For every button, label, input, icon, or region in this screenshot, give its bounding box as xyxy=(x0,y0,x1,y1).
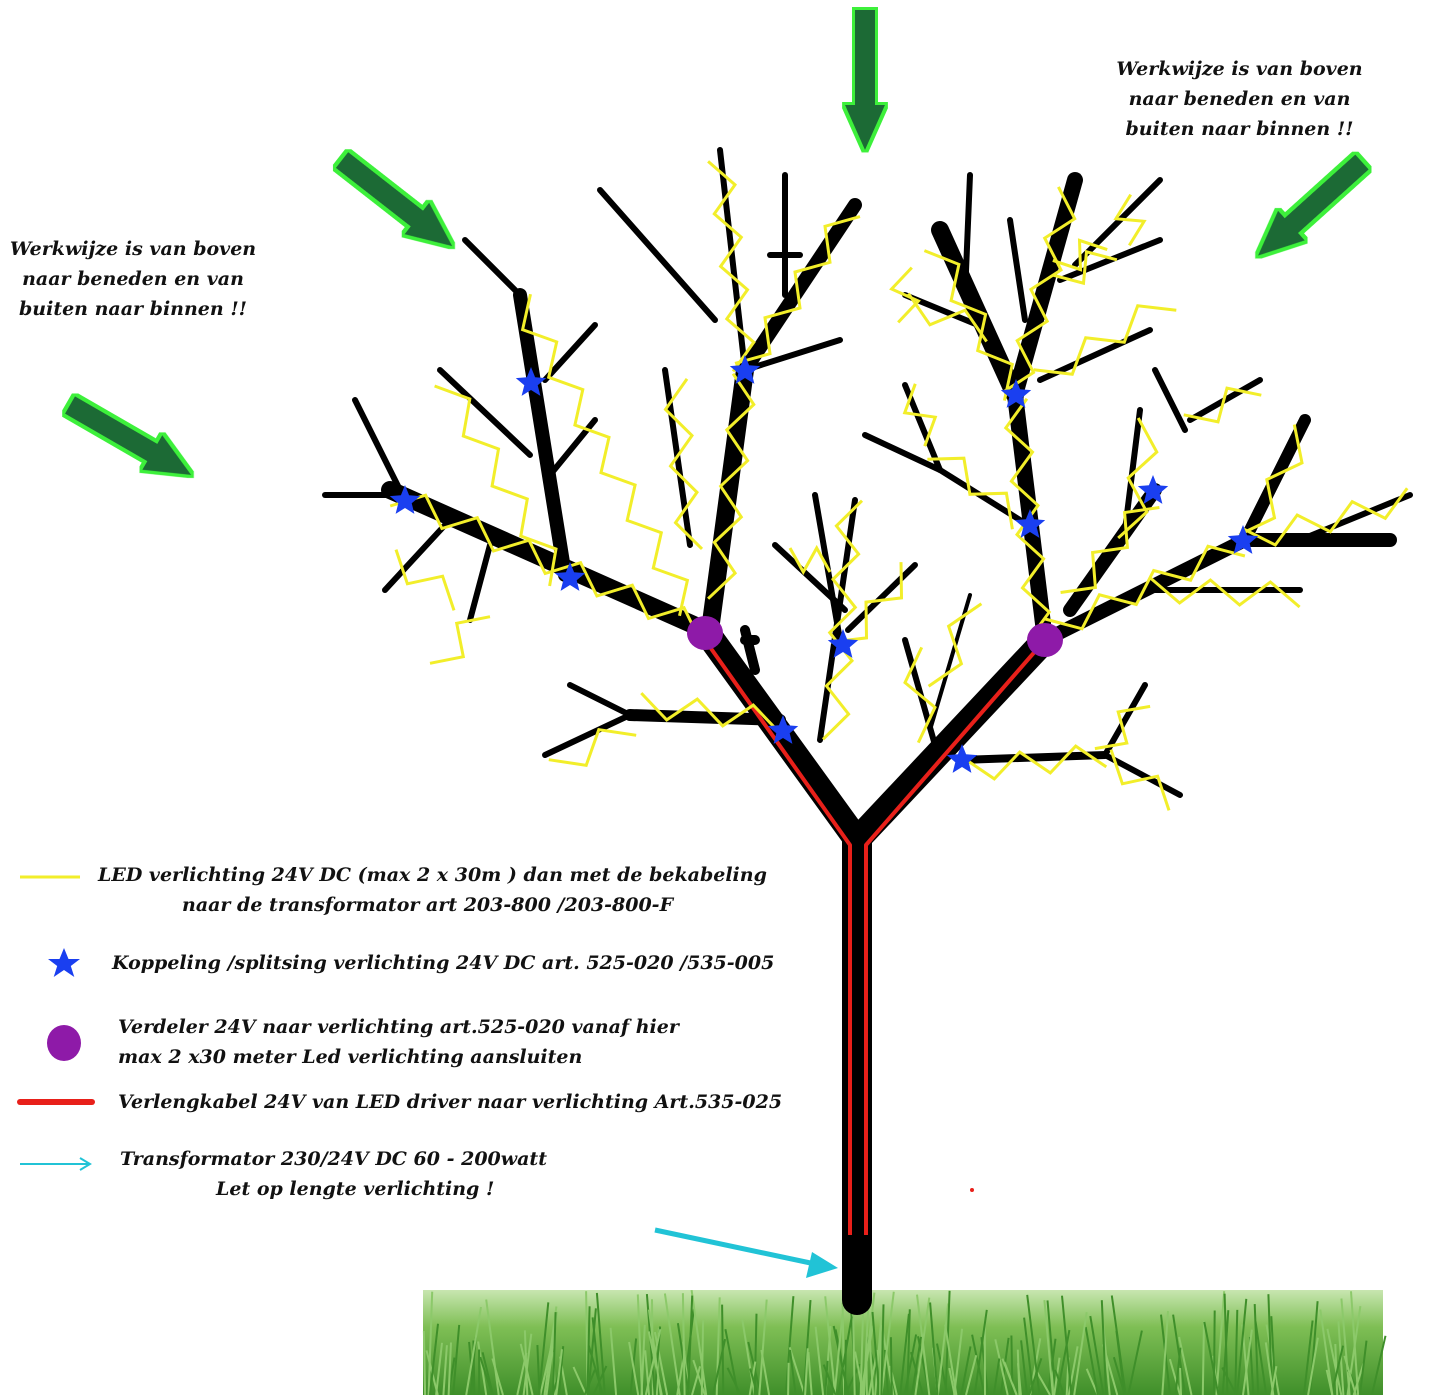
green-arrow-icon xyxy=(1245,147,1376,270)
note-line: Werkwijze is van boven xyxy=(8,234,258,264)
legend-line: Let op lengte verlichting ! xyxy=(120,1174,547,1204)
led-zigzag xyxy=(1053,252,1117,283)
legend-line: Koppeling /splitsing verlichting 24V DC … xyxy=(112,948,774,978)
transformer-arrow xyxy=(655,1230,838,1278)
legend-cable: Verlengkabel 24V van LED driver naar ver… xyxy=(118,1087,782,1117)
grass-blade xyxy=(424,1331,425,1395)
green-arrow-icon xyxy=(60,388,201,493)
green-arrow-icon xyxy=(330,144,465,262)
led-zigzag xyxy=(396,550,454,611)
led-zigzag xyxy=(1184,388,1262,422)
star-icon xyxy=(48,948,80,977)
legend-line: max 2 x30 meter Led verlichting aansluit… xyxy=(118,1042,679,1072)
grass-blade xyxy=(891,1337,892,1395)
legend-led: LED verlichting 24V DC (max 2 x 30m ) da… xyxy=(98,860,798,920)
led-zigzag xyxy=(1061,508,1160,593)
legend-symbols xyxy=(20,877,92,1170)
grass-blade xyxy=(702,1320,703,1395)
note-line: buiten naar binnen !! xyxy=(8,294,258,324)
legend-distributor: Verdeler 24V naar verlichting art.525-02… xyxy=(118,1012,679,1072)
note-line: buiten naar binnen !! xyxy=(1112,114,1367,144)
legend-line: Verlengkabel 24V van LED driver naar ver… xyxy=(118,1087,782,1117)
note-line: naar beneden en van xyxy=(8,264,258,294)
red-dot xyxy=(970,1188,974,1192)
led-zigzag xyxy=(1095,706,1150,748)
green-arrow-icon xyxy=(845,10,885,150)
circle-icon xyxy=(1027,623,1063,657)
circle-icon xyxy=(687,616,723,650)
extension-cable xyxy=(705,640,1045,1235)
grass-blade xyxy=(1180,1368,1181,1395)
led-zigzag xyxy=(929,604,982,686)
led-zigzag xyxy=(430,617,490,664)
grass xyxy=(423,1290,1386,1395)
grass-blade xyxy=(1203,1321,1204,1395)
note-line: naar beneden en van xyxy=(1112,84,1367,114)
led-lighting-lines xyxy=(390,161,1407,810)
note-line: Werkwijze is van boven xyxy=(1112,54,1367,84)
led-zigzag xyxy=(892,268,919,323)
led-zigzag xyxy=(1034,306,1177,374)
cyan-arrow-icon xyxy=(20,1158,90,1170)
circle-icon xyxy=(47,1025,81,1061)
led-zigzag xyxy=(1111,750,1169,811)
grass-blade xyxy=(788,1363,789,1395)
legend-transformer: Transformator 230/24V DC 60 - 200watt Le… xyxy=(120,1144,547,1204)
legend-line: LED verlichting 24V DC (max 2 x 30m ) da… xyxy=(98,860,798,890)
grass-blade xyxy=(880,1318,881,1395)
note-left: Werkwijze is van boven naar beneden en v… xyxy=(8,234,258,324)
note-right: Werkwijze is van boven naar beneden en v… xyxy=(1112,54,1367,144)
grass-blade xyxy=(1214,1311,1215,1395)
legend-line: Verdeler 24V naar verlichting art.525-02… xyxy=(118,1012,679,1042)
legend-coupling: Koppeling /splitsing verlichting 24V DC … xyxy=(112,948,774,978)
legend-line: naar de transformator art 203-800 /203-8… xyxy=(98,890,798,920)
legend-line: Transformator 230/24V DC 60 - 200watt xyxy=(120,1144,547,1174)
